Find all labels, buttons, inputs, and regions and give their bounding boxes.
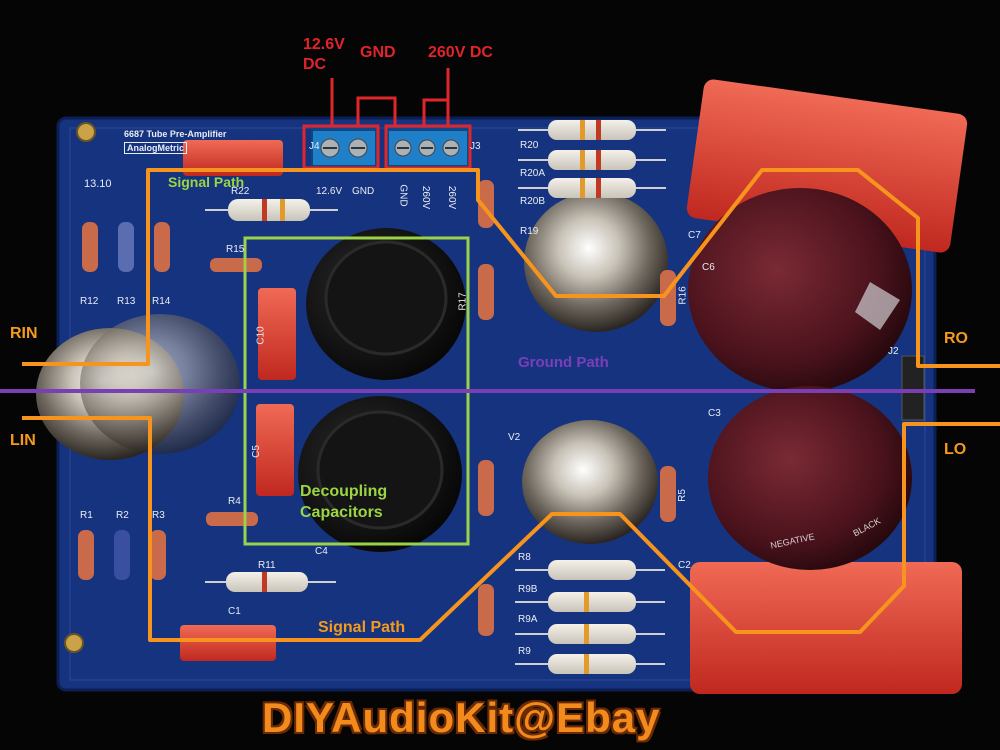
film-cap-c5 bbox=[256, 404, 294, 496]
silk-r9b: R9B bbox=[518, 584, 538, 595]
header-j2 bbox=[901, 355, 925, 421]
resistor-r9a bbox=[515, 624, 665, 644]
board-title: 6687 Tube Pre-Amplifier bbox=[124, 129, 227, 139]
resistor-r-mid bbox=[478, 460, 494, 516]
electrolytic-cap-c6 bbox=[688, 188, 912, 392]
label-signal-path-bottom: Signal Path bbox=[318, 619, 406, 636]
label-decoupling-line2: Capacitors bbox=[300, 504, 383, 521]
silk-r5: R5 bbox=[676, 489, 688, 502]
silk-r11: R11 bbox=[258, 560, 276, 571]
resistor-r20a bbox=[518, 150, 666, 170]
board-code: 13.10 bbox=[84, 178, 112, 190]
silk-c5: C5 bbox=[250, 445, 262, 458]
silk-r19: R19 bbox=[520, 226, 539, 237]
label-rin: RIN bbox=[10, 325, 38, 342]
label-ground-path: Ground Path bbox=[518, 354, 609, 371]
silk-r1: R1 bbox=[80, 510, 93, 521]
silk-gnd: GND bbox=[352, 186, 375, 197]
silk-12v: 12.6V bbox=[316, 186, 343, 197]
silk-260b: 260V bbox=[446, 185, 458, 210]
signal-path-upper bbox=[22, 168, 1000, 368]
resistor-r20 bbox=[518, 120, 666, 140]
resistor-r12 bbox=[82, 222, 98, 272]
silk-c2: C2 bbox=[678, 560, 691, 571]
resistor-r20b bbox=[518, 178, 666, 198]
label-12v: 12.6V bbox=[303, 36, 345, 53]
silk-c1: C1 bbox=[228, 606, 241, 617]
resistor-r4 bbox=[206, 512, 258, 526]
silk-r17: R17 bbox=[457, 292, 469, 311]
silk-j2: J2 bbox=[888, 346, 899, 357]
silk-c7: C7 bbox=[688, 230, 701, 241]
silk-260: 260V bbox=[420, 185, 432, 210]
resistor-r3 bbox=[150, 530, 166, 580]
silk-v2: V2 bbox=[508, 432, 521, 443]
silk-r2: R2 bbox=[116, 510, 129, 521]
resistor-bottom-side bbox=[478, 584, 494, 636]
resistor-r13 bbox=[118, 222, 134, 272]
mount-hole-bl bbox=[64, 633, 84, 653]
silk-r22: R22 bbox=[231, 186, 250, 197]
resistor-r8 bbox=[515, 560, 665, 580]
label-decoupling-line1: Decoupling bbox=[300, 483, 388, 500]
silk-c3: C3 bbox=[708, 408, 721, 419]
board-maker: AnalogMetric bbox=[124, 142, 188, 154]
silk-r15: R15 bbox=[226, 244, 245, 255]
silk-r20b: R20B bbox=[520, 196, 546, 207]
film-cap-top bbox=[183, 140, 283, 176]
label-signal-path-top: Signal Path bbox=[168, 174, 245, 190]
film-cap-bottom bbox=[180, 625, 276, 661]
mount-hole-tl bbox=[76, 122, 96, 142]
silk-r20a: R20A bbox=[520, 168, 546, 179]
terminal-block-j3 bbox=[387, 129, 469, 167]
silk-c6: C6 bbox=[702, 262, 715, 273]
silk-c10: C10 bbox=[255, 326, 267, 345]
label-ro: RO bbox=[944, 330, 968, 347]
label-260v: 260V DC bbox=[428, 44, 493, 61]
silk-j3: J3 bbox=[470, 141, 481, 152]
label-gnd: GND bbox=[360, 44, 396, 61]
resistor-r17 bbox=[478, 264, 494, 320]
silk-c4: C4 bbox=[315, 546, 328, 557]
resistor-r9 bbox=[515, 654, 665, 674]
silk-r8: R8 bbox=[518, 552, 531, 563]
silk-j4: J4 bbox=[309, 141, 320, 152]
resistor-r14 bbox=[154, 222, 170, 272]
label-12v-dc: DC bbox=[303, 56, 327, 73]
silk-r4: R4 bbox=[228, 496, 241, 507]
label-lo: LO bbox=[944, 441, 967, 458]
silk-r9: R9 bbox=[518, 646, 531, 657]
silk-r9a: R9A bbox=[518, 614, 538, 625]
silk-gnd2: GND bbox=[397, 184, 409, 207]
resistor-r11 bbox=[205, 572, 336, 592]
silk-r20: R20 bbox=[520, 140, 539, 151]
watermark: DIYAudioKit@Ebay bbox=[262, 694, 661, 741]
film-cap-c10 bbox=[258, 288, 296, 380]
silk-r16: R16 bbox=[677, 286, 689, 305]
electrolytic-cap-c3 bbox=[708, 386, 912, 570]
resistor-r5 bbox=[660, 466, 676, 522]
resistor-r22 bbox=[205, 199, 338, 221]
signal-path-lower bbox=[22, 416, 1000, 642]
resistor-r2 bbox=[114, 530, 130, 580]
silk-r12: R12 bbox=[80, 296, 99, 307]
silk-r13: R13 bbox=[117, 296, 136, 307]
resistor-r15 bbox=[210, 258, 262, 272]
terminal-block-j4 bbox=[311, 129, 377, 167]
resistor-r9b bbox=[515, 592, 665, 612]
tube-v3 bbox=[524, 192, 668, 332]
resistor-r1 bbox=[78, 530, 94, 580]
silk-r14: R14 bbox=[152, 296, 171, 307]
label-lin: LIN bbox=[10, 432, 36, 449]
silk-r3: R3 bbox=[152, 510, 165, 521]
